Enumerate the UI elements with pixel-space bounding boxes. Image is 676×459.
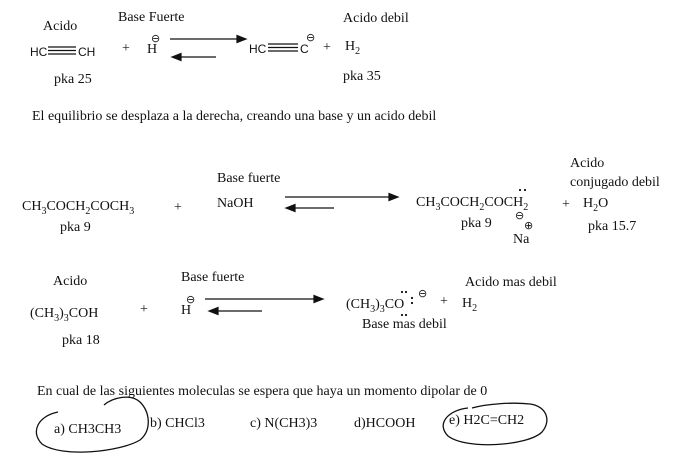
r2-product-coch-1: COCH bbox=[440, 195, 480, 210]
r2-psub-a: 3 bbox=[435, 202, 441, 213]
r3-reactant-post: COH bbox=[68, 306, 99, 321]
r1-product-charge: ⊖ bbox=[306, 32, 316, 44]
r3-product-paren: ) bbox=[375, 297, 380, 312]
r3-product-post: CO bbox=[384, 297, 405, 312]
r1-reverse-arrowhead bbox=[170, 52, 182, 62]
r2-base-label: Base fuerte bbox=[217, 171, 281, 186]
option-a[interactable]: a) CH3CH3 bbox=[54, 422, 122, 437]
r2-sub-a: 3 bbox=[41, 206, 47, 217]
equilibrium-statement: El equilibrio se desplaza a la derecha, … bbox=[32, 109, 437, 124]
r1-forward-arrowhead bbox=[236, 34, 248, 44]
r2-base: NaOH bbox=[217, 196, 254, 211]
r2-acid-sub: 2 bbox=[593, 203, 599, 214]
r3-reactant-pre: (CH bbox=[30, 306, 55, 321]
r3-reactant-paren: ) bbox=[59, 306, 64, 321]
r3-lone-pair-dot-3 bbox=[410, 296, 414, 300]
r3-acid-label: Acido mas debil bbox=[465, 275, 557, 290]
r3-plus-1: + bbox=[140, 302, 148, 317]
r1-plus-1: + bbox=[122, 41, 130, 56]
r3-sub-b: 3 bbox=[63, 313, 69, 324]
r2-sub-b: 2 bbox=[85, 206, 91, 217]
r2-acid: H2O bbox=[583, 196, 609, 214]
r3-reactant: (CH3)3COH bbox=[30, 306, 99, 324]
option-c[interactable]: c) N(CH3)3 bbox=[250, 416, 318, 431]
r3-product-pre: (CH bbox=[346, 297, 371, 312]
r2-reactant-ch: CH bbox=[22, 199, 42, 214]
r2-product-coch-2: COCH bbox=[484, 195, 524, 210]
option-d[interactable]: d)HCOOH bbox=[354, 416, 416, 431]
r2-pka-left: pka 9 bbox=[60, 220, 91, 235]
r3-product: (CH3)3CO bbox=[346, 297, 405, 315]
r2-acid-label-2: conjugado debil bbox=[570, 175, 660, 190]
r1-product-acid-sub: 2 bbox=[355, 46, 361, 57]
r2-pka-right: pka 15.7 bbox=[588, 219, 637, 234]
r2-reactant: CH3COCH2COCH3 bbox=[22, 199, 135, 217]
r2-psub-c: 2 bbox=[523, 202, 529, 213]
r3-psub-b: 3 bbox=[379, 304, 385, 315]
r2-reactant-coch-1: COCH bbox=[46, 199, 86, 214]
r2-lone-pair-dot-1 bbox=[518, 188, 522, 192]
r3-sub-a: 3 bbox=[54, 313, 60, 324]
r1-reactant-right: CH bbox=[78, 45, 96, 59]
r3-reverse-arrowhead bbox=[207, 306, 219, 316]
r3-pka-left: pka 18 bbox=[62, 333, 100, 348]
r3-acid-h: H bbox=[462, 296, 473, 311]
r3-lone-pair-dot-4 bbox=[410, 301, 414, 305]
r2-reverse-arrowhead bbox=[284, 203, 296, 213]
r3-base: H bbox=[181, 303, 192, 318]
r1-product-acid-label: Acido debil bbox=[343, 11, 409, 26]
circle-option-e bbox=[442, 402, 548, 446]
option-e[interactable]: e) H2C=CH2 bbox=[449, 413, 525, 428]
r2-plus-1: + bbox=[174, 200, 182, 215]
r1-pka-left: pka 25 bbox=[54, 72, 92, 87]
r1-reactant-left: HC bbox=[30, 45, 48, 59]
r2-acid-label-1: Acido bbox=[570, 156, 605, 171]
r1-charge: ⊖ bbox=[151, 33, 161, 45]
r2-plus-charge: ⊕ bbox=[524, 220, 534, 232]
r3-forward-arrowhead bbox=[313, 294, 325, 304]
r2-psub-b: 2 bbox=[479, 202, 485, 213]
r1-product-acid: H2 bbox=[345, 39, 361, 57]
r2-plus-2: + bbox=[562, 197, 570, 212]
r1-product-right: C bbox=[300, 42, 309, 56]
option-b[interactable]: b) CHCl3 bbox=[150, 416, 205, 431]
r1-base: H bbox=[147, 42, 158, 57]
r2-acid-h: H bbox=[583, 196, 594, 211]
r2-counter-ion: Na bbox=[513, 232, 530, 247]
r2-forward-arrowhead bbox=[388, 192, 400, 202]
r1-product-left: HC bbox=[249, 42, 267, 56]
r3-lone-pair-dot-2 bbox=[404, 290, 408, 294]
r3-reactant-label: Acido bbox=[53, 274, 88, 289]
r3-psub-a: 3 bbox=[370, 304, 376, 315]
r1-pka-right: pka 35 bbox=[343, 69, 381, 84]
r1-reactant-label: Acido bbox=[43, 19, 78, 34]
r3-lone-pair-dot-6 bbox=[404, 313, 408, 317]
r3-plus-2: + bbox=[440, 294, 448, 309]
r2-reactant-coch-2: COCH bbox=[90, 199, 130, 214]
r2-minus: ⊖ bbox=[515, 210, 525, 222]
r3-product-label: Base mas debil bbox=[362, 317, 447, 332]
r2-acid-o: O bbox=[598, 196, 609, 211]
r3-base-label: Base fuerte bbox=[181, 270, 245, 285]
r2-sub-c: 3 bbox=[129, 206, 135, 217]
r1-product-acid-h: H bbox=[345, 39, 356, 54]
r1-base-label: Base Fuerte bbox=[118, 10, 185, 25]
r2-lone-pair-dot-2 bbox=[523, 188, 527, 192]
r1-plus-2: + bbox=[323, 40, 331, 55]
r3-lone-pair-dot-1 bbox=[400, 290, 404, 294]
r3-product-charge: ⊖ bbox=[418, 288, 428, 300]
circle-option-a bbox=[35, 396, 149, 453]
r3-charge: ⊖ bbox=[186, 294, 196, 306]
r2-product: CH3COCH2COCH2 bbox=[416, 195, 529, 213]
r3-acid: H2 bbox=[462, 296, 478, 314]
r2-pka-mid: pka 9 bbox=[461, 216, 492, 231]
r2-product-ch: CH bbox=[416, 195, 436, 210]
r3-acid-sub: 2 bbox=[472, 303, 478, 314]
r3-lone-pair-dot-5 bbox=[400, 313, 404, 317]
question-text: En cual de las siguientes moleculas se e… bbox=[37, 384, 488, 399]
